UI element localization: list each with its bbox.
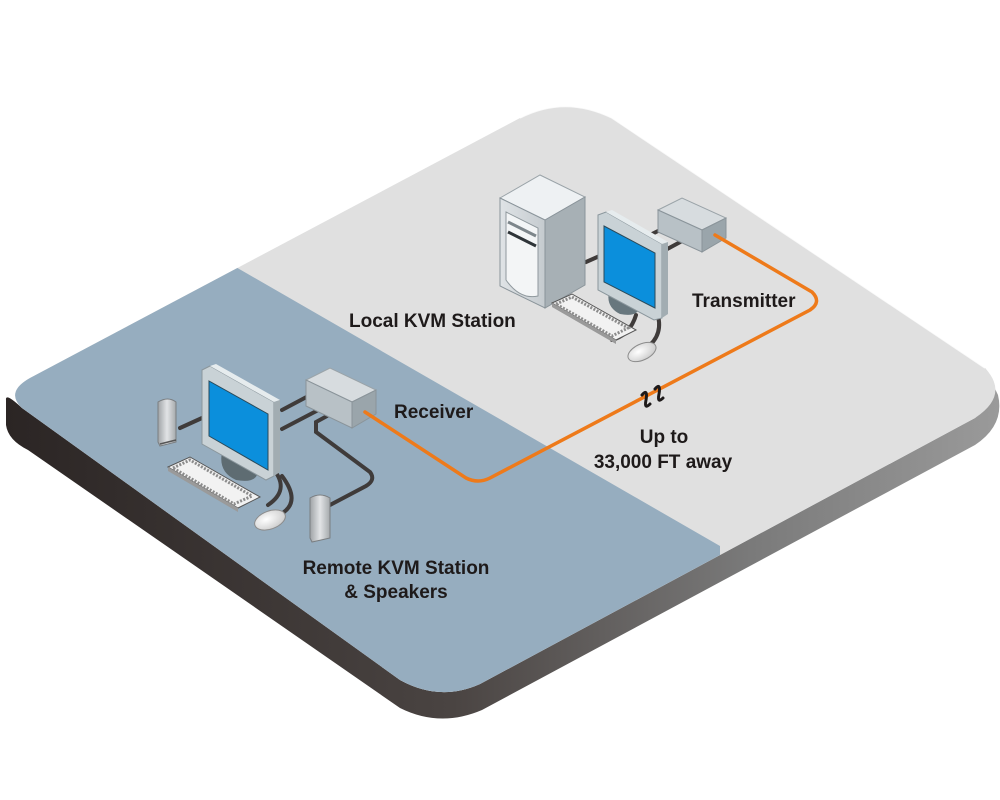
receiver-label: Receiver (394, 402, 474, 423)
receiver-box (304, 367, 378, 429)
keyboard-icon (550, 293, 638, 344)
remote-monitor (201, 364, 280, 481)
local-monitor (597, 210, 668, 321)
screen (208, 380, 269, 471)
platform-rim (519, 105, 986, 369)
fiber-cable (363, 233, 819, 483)
remote-station-label-line1: Remote KVM Station (303, 558, 490, 579)
distance-label-line1: Up to (640, 427, 689, 448)
distance-label-line2: 33,000 FT away (594, 452, 733, 473)
keyboard-icon (166, 456, 262, 512)
screen (603, 225, 656, 309)
remote-station-label-line2: & Speakers (344, 582, 448, 603)
speaker-icon (309, 494, 331, 543)
tower-pc-icon (498, 174, 587, 309)
speaker-icon (157, 398, 177, 447)
mouse-icon (627, 341, 657, 363)
transmitter-box (656, 197, 728, 253)
local-station-label: Local KVM Station (349, 311, 516, 332)
platform-edge (5, 368, 1000, 719)
mouse-icon (254, 509, 286, 531)
transmitter-label: Transmitter (692, 291, 796, 312)
line-break-icon (640, 384, 665, 408)
